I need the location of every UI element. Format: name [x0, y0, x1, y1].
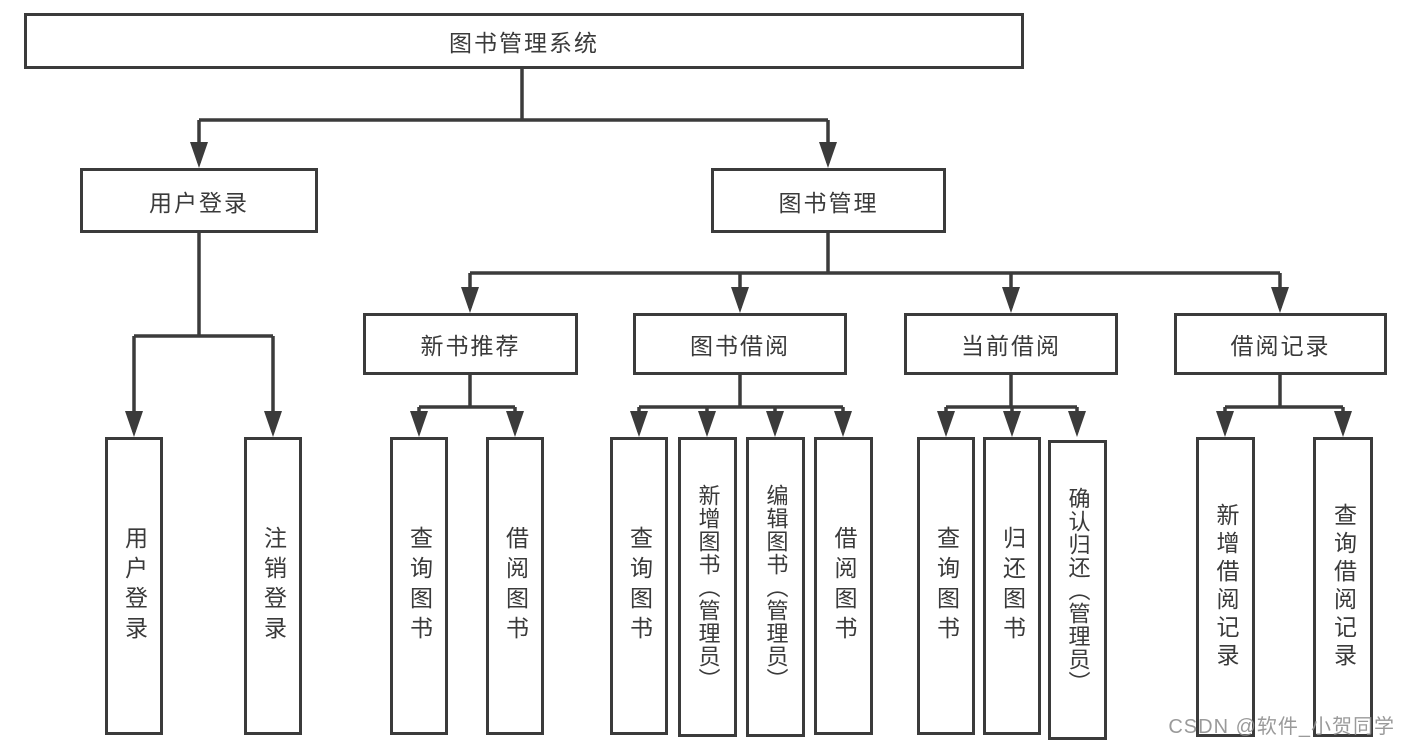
csdn-watermark: CSDN @软件_小贺同学 [1168, 716, 1395, 738]
leaf-current-return-books: 归还图书 [983, 437, 1041, 735]
leaf-records-query-record: 查询借阅记录 [1313, 437, 1373, 737]
leaf-borrowing-query-books: 查询图书 [610, 437, 668, 735]
node-new-book-recommendation: 新书推荐 [363, 313, 578, 375]
node-borrowing-records: 借阅记录 [1174, 313, 1387, 375]
leaf-recommend-query-books: 查询图书 [390, 437, 448, 735]
node-user-login: 用户登录 [80, 168, 318, 233]
leaf-borrowing-edit-books-admin: 编辑图书（管理员） [746, 437, 805, 737]
node-library-system: 图书管理系统 [24, 13, 1024, 69]
leaf-records-add-record: 新增借阅记录 [1196, 437, 1255, 737]
leaf-logout: 注销登录 [244, 437, 302, 735]
node-book-management: 图书管理 [711, 168, 946, 233]
leaf-borrowing-add-books-admin: 新增图书（管理员） [678, 437, 737, 737]
leaf-borrowing-borrow-books: 借阅图书 [814, 437, 873, 735]
node-current-borrowing: 当前借阅 [904, 313, 1118, 375]
leaf-recommend-borrow-books: 借阅图书 [486, 437, 544, 735]
leaf-current-confirm-return-admin: 确认归还（管理员） [1048, 440, 1107, 740]
leaf-current-query-books: 查询图书 [917, 437, 975, 735]
node-book-borrowing: 图书借阅 [633, 313, 847, 375]
leaf-user-login: 用户登录 [105, 437, 163, 735]
